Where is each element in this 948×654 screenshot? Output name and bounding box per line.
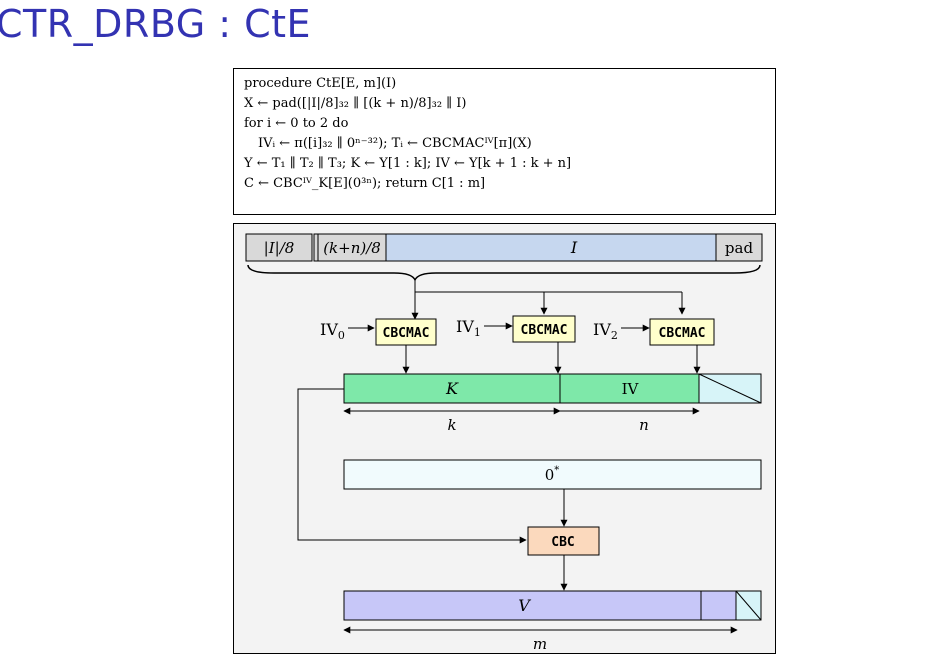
cbcmac-box <box>512 315 576 343</box>
len-kn-label: (k+n)/8 <box>323 239 381 257</box>
procedure-line: C ← CBCᴵⱽ_K[E](0³ⁿ); return C[1 : m] <box>244 176 486 191</box>
iv0-label: IV0 <box>320 320 345 342</box>
cbcmac-label: CBCMAC <box>659 326 706 341</box>
slide-title: CTR_DRBG : CtE <box>0 2 312 46</box>
input-field <box>385 233 717 262</box>
procedure-line: IVᵢ ← π([i]₃₂ ∥ 0ⁿ⁻³²); Tᵢ ← CBCMACᴵⱽ[π]… <box>258 136 532 151</box>
iv1-label: IV1 <box>456 317 481 339</box>
v-leftover-block <box>700 590 737 621</box>
procedure-line: for i ← 0 to 2 do <box>244 116 349 131</box>
procedure-line: X ← pad([|I|/8]₃₂ ∥ [(k + n)/8]₃₂ ∥ I) <box>244 96 467 111</box>
iv-block-label: IV <box>622 380 640 398</box>
key-label: K <box>445 379 459 398</box>
len-kn-field <box>313 233 387 262</box>
k-dimension-label: k <box>447 416 456 434</box>
zero-block <box>343 459 762 490</box>
procedure-box: procedure CtE[E, m](I) X ← pad([|I|/8]₃₂… <box>233 68 776 215</box>
pad-field <box>715 233 763 262</box>
v-label: V <box>518 596 531 615</box>
cte-diagram-svg: |I|/8 (k+n)/8 I pad IV0 IV1 IV2 CBCMAC C… <box>245 233 763 653</box>
key-block <box>343 373 561 404</box>
input-label: I <box>570 238 578 257</box>
cte-diagram: |I|/8 (k+n)/8 I pad IV0 IV1 IV2 CBCMAC C… <box>233 223 776 654</box>
procedure-line: procedure CtE[E, m](I) <box>244 76 397 91</box>
len-i-field <box>245 233 313 262</box>
m-dimension-label: m <box>533 635 547 653</box>
v-block <box>343 590 702 621</box>
cbcmac-box <box>649 318 715 346</box>
n-dimension-label: n <box>639 416 649 434</box>
input-brace <box>247 264 761 282</box>
iv2-label: IV2 <box>593 320 618 342</box>
cbcmac-label: CBCMAC <box>521 323 568 338</box>
len-i-label: |I|/8 <box>264 239 295 257</box>
cbcmac-box <box>375 318 437 346</box>
pad-label: pad <box>725 239 754 257</box>
cbcmac-label: CBCMAC <box>383 326 430 341</box>
procedure-line: Y ← T₁ ∥ T₂ ∥ T₃; K ← Y[1 : k]; IV ← Y[k… <box>244 156 572 171</box>
cbc-box <box>527 526 600 556</box>
cbc-label: CBC <box>551 535 574 550</box>
